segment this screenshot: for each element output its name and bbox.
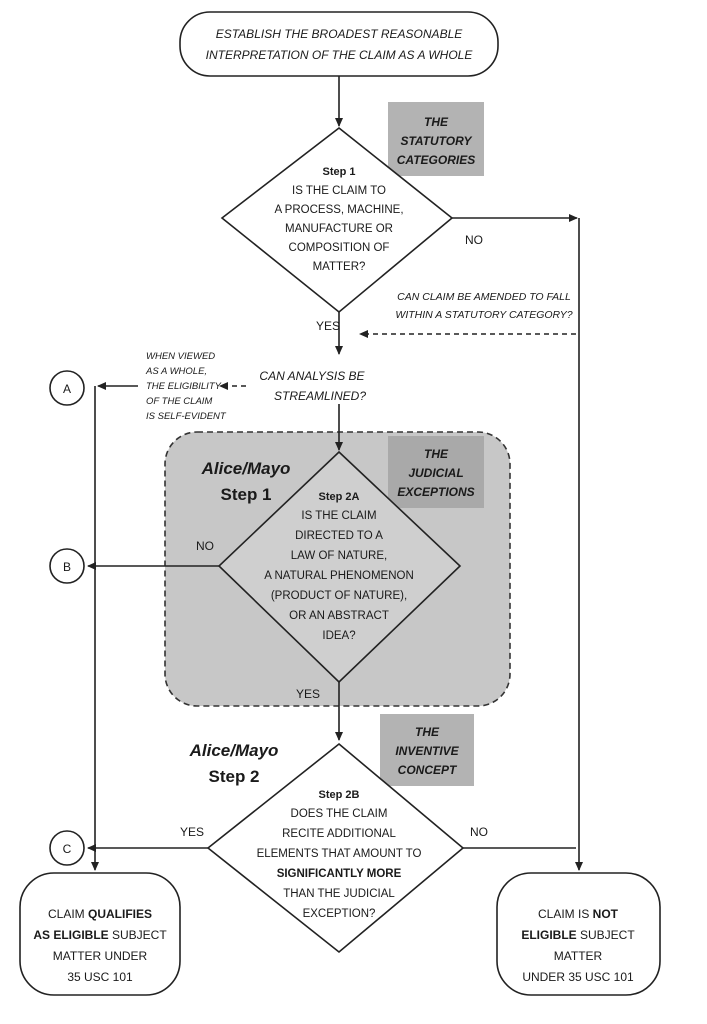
streamline-question: CAN ANALYSIS BE STREAMLINED? bbox=[259, 369, 366, 403]
svg-text:THE: THE bbox=[424, 447, 449, 461]
connector-b: B bbox=[49, 548, 85, 584]
svg-text:CAN ANALYSIS BE: CAN ANALYSIS BE bbox=[259, 369, 365, 383]
svg-text:B: B bbox=[63, 560, 71, 574]
inventive-concept-tag: THE INVENTIVE CONCEPT bbox=[380, 714, 474, 786]
svg-text:Step 1: Step 1 bbox=[220, 485, 271, 504]
step2b-yes-label: YES bbox=[180, 825, 204, 839]
step1-yes-label: YES bbox=[316, 319, 340, 333]
step2a-yes-label: YES bbox=[296, 687, 320, 701]
svg-text:THE: THE bbox=[415, 725, 440, 739]
svg-text:AS ELIGIBLE SUBJECT: AS ELIGIBLE SUBJECT bbox=[33, 928, 167, 942]
eligible-terminal: CLAIM QUALIFIES AS ELIGIBLE SUBJECT MATT… bbox=[19, 872, 181, 996]
svg-text:JUDICIAL: JUDICIAL bbox=[408, 466, 463, 480]
connector-c: C bbox=[49, 830, 85, 866]
svg-text:35 USC 101: 35 USC 101 bbox=[67, 970, 133, 984]
svg-text:ESTABLISH THE BROADEST REASONA: ESTABLISH THE BROADEST REASONABLE bbox=[216, 27, 464, 41]
svg-text:THE ELIGIBILITY: THE ELIGIBILITY bbox=[146, 381, 222, 392]
step2b-decision: Step 2B DOES THE CLAIM RECITE ADDITIONAL… bbox=[206, 742, 465, 954]
svg-text:MATTER: MATTER bbox=[554, 949, 603, 963]
svg-text:INTERPRETATION OF THE CLAIM AS: INTERPRETATION OF THE CLAIM AS A WHOLE bbox=[206, 48, 474, 62]
svg-text:C: C bbox=[63, 842, 72, 856]
judicial-exceptions-tag: THE JUDICIAL EXCEPTIONS bbox=[388, 436, 484, 508]
svg-text:STREAMLINED?: STREAMLINED? bbox=[274, 389, 366, 403]
step2b-no-label: NO bbox=[470, 825, 488, 839]
svg-text:MANUFACTURE OR: MANUFACTURE OR bbox=[285, 223, 393, 235]
svg-text:Step 2A: Step 2A bbox=[319, 491, 360, 503]
svg-text:ELEMENTS THAT AMOUNT TO: ELEMENTS THAT AMOUNT TO bbox=[257, 848, 422, 860]
svg-text:A PROCESS, MACHINE,: A PROCESS, MACHINE, bbox=[274, 204, 403, 216]
svg-text:CAN CLAIM BE AMENDED TO FALL: CAN CLAIM BE AMENDED TO FALL bbox=[397, 291, 571, 303]
svg-text:COMPOSITION OF: COMPOSITION OF bbox=[289, 242, 390, 254]
self-evident-note: WHEN VIEWED AS A WHOLE, THE ELIGIBILITY … bbox=[145, 351, 227, 422]
svg-text:INVENTIVE: INVENTIVE bbox=[395, 744, 459, 758]
svg-text:WHEN VIEWED: WHEN VIEWED bbox=[146, 351, 215, 362]
svg-text:WITHIN A STATUTORY CATEGORY?: WITHIN A STATUTORY CATEGORY? bbox=[395, 309, 572, 321]
svg-text:CLAIM IS NOT: CLAIM IS NOT bbox=[538, 907, 619, 921]
svg-text:MATTER?: MATTER? bbox=[313, 261, 366, 273]
step2a-no-label: NO bbox=[196, 539, 214, 553]
alice-mayo-step1-label: Alice/Mayo Step 1 bbox=[201, 459, 291, 504]
svg-text:Step 2: Step 2 bbox=[208, 767, 259, 786]
svg-text:Step 2B: Step 2B bbox=[319, 789, 360, 801]
alice-mayo-step2-label: Alice/Mayo Step 2 bbox=[189, 741, 279, 786]
svg-text:CLAIM QUALIFIES: CLAIM QUALIFIES bbox=[48, 907, 152, 921]
svg-text:RECITE ADDITIONAL: RECITE ADDITIONAL bbox=[282, 828, 396, 840]
svg-text:LAW OF NATURE,: LAW OF NATURE, bbox=[291, 550, 387, 562]
svg-text:STATUTORY: STATUTORY bbox=[400, 134, 472, 148]
svg-text:IDEA?: IDEA? bbox=[322, 630, 355, 642]
svg-text:Step 1: Step 1 bbox=[322, 166, 355, 178]
statutory-categories-tag: THE STATUTORY CATEGORIES bbox=[388, 102, 484, 176]
svg-text:UNDER 35 USC 101: UNDER 35 USC 101 bbox=[522, 970, 634, 984]
connector-a: A bbox=[49, 370, 85, 406]
step1-decision: Step 1 IS THE CLAIM TO A PROCESS, MACHIN… bbox=[220, 126, 454, 314]
svg-text:IS THE CLAIM: IS THE CLAIM bbox=[301, 510, 376, 522]
svg-text:(PRODUCT OF NATURE),: (PRODUCT OF NATURE), bbox=[271, 590, 407, 602]
svg-text:CONCEPT: CONCEPT bbox=[398, 763, 458, 777]
svg-text:SIGNIFICANTLY MORE: SIGNIFICANTLY MORE bbox=[277, 868, 402, 880]
svg-text:OF THE CLAIM: OF THE CLAIM bbox=[146, 396, 212, 407]
svg-text:CATEGORIES: CATEGORIES bbox=[397, 153, 475, 167]
svg-text:OR AN ABSTRACT: OR AN ABSTRACT bbox=[289, 610, 389, 622]
svg-text:Alice/Mayo: Alice/Mayo bbox=[201, 459, 291, 478]
svg-text:ELIGIBLE SUBJECT: ELIGIBLE SUBJECT bbox=[521, 928, 635, 942]
svg-text:A: A bbox=[63, 382, 71, 396]
svg-text:AS A WHOLE,: AS A WHOLE, bbox=[145, 366, 207, 377]
svg-text:Alice/Mayo: Alice/Mayo bbox=[189, 741, 279, 760]
amend-note: CAN CLAIM BE AMENDED TO FALL WITHIN A ST… bbox=[395, 291, 572, 321]
step2a-decision: Step 2A IS THE CLAIM DIRECTED TO A LAW O… bbox=[217, 450, 462, 684]
svg-text:IS SELF-EVIDENT: IS SELF-EVIDENT bbox=[146, 411, 227, 422]
svg-text:DIRECTED TO A: DIRECTED TO A bbox=[295, 530, 383, 542]
not-eligible-terminal: CLAIM IS NOT ELIGIBLE SUBJECT MATTER UND… bbox=[496, 872, 661, 996]
svg-text:EXCEPTIONS: EXCEPTIONS bbox=[397, 485, 474, 499]
svg-text:DOES THE CLAIM: DOES THE CLAIM bbox=[291, 808, 388, 820]
svg-text:MATTER UNDER: MATTER UNDER bbox=[53, 949, 148, 963]
svg-text:IS THE CLAIM TO: IS THE CLAIM TO bbox=[292, 185, 386, 197]
start-box: ESTABLISH THE BROADEST REASONABLE INTERP… bbox=[179, 11, 499, 77]
svg-text:EXCEPTION?: EXCEPTION? bbox=[303, 908, 376, 920]
svg-text:THE: THE bbox=[424, 115, 449, 129]
step1-no-label: NO bbox=[465, 233, 483, 247]
svg-text:A NATURAL PHENOMENON: A NATURAL PHENOMENON bbox=[264, 570, 414, 582]
svg-text:THAN THE JUDICIAL: THAN THE JUDICIAL bbox=[283, 888, 395, 900]
